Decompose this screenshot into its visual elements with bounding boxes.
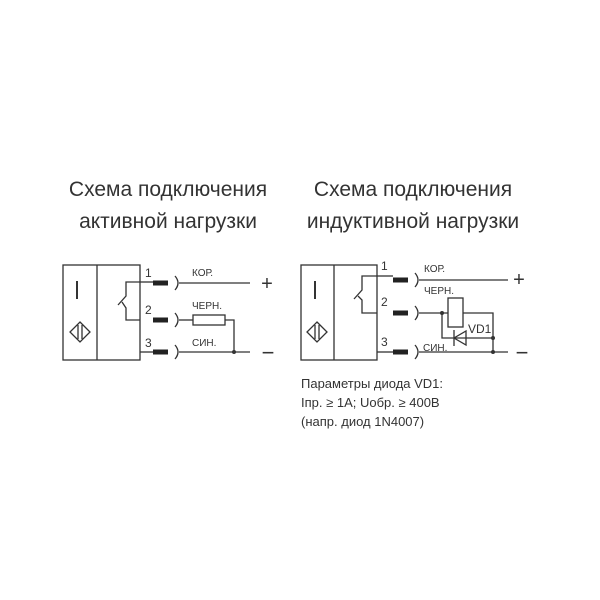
wire-black: ЧЕРН.	[424, 286, 454, 297]
wire-brown: КОР.	[192, 268, 213, 279]
active-load-diagram: Схема подключения активной нагрузки 1 2 …	[62, 178, 275, 365]
minus-terminal: −	[516, 340, 529, 365]
pin-1: 1	[145, 266, 152, 280]
inductive-sensor-icon	[306, 321, 328, 343]
right-title-line2: индуктивной нагрузки	[307, 210, 519, 233]
pin-3: 3	[381, 335, 388, 349]
wire-brown: КОР.	[424, 264, 445, 275]
sensor-body	[62, 264, 153, 361]
relay-coil	[447, 297, 464, 328]
left-title-line2: активной нагрузки	[79, 210, 257, 233]
right-title-line1: Схема подключения	[314, 178, 512, 201]
diode-label: VD1	[468, 322, 492, 336]
wire-blue: СИН.	[423, 343, 447, 354]
minus-terminal: −	[262, 340, 275, 365]
inductive-sensor-icon	[69, 321, 91, 343]
wire-blue: СИН.	[192, 338, 216, 349]
switch-icon	[353, 275, 377, 300]
plus-terminal: +	[513, 269, 525, 291]
diode-icon	[452, 329, 467, 347]
diode-example: (напр. диод 1N4007)	[301, 414, 424, 429]
pin-1: 1	[381, 259, 388, 273]
pin-2: 2	[145, 303, 152, 317]
switch-icon	[117, 281, 140, 306]
left-title-line1: Схема подключения	[69, 178, 267, 201]
diode-params-values: Iпр. ≥ 1А; Uобр. ≥ 400В	[301, 395, 440, 410]
diode-params-heading: Параметры диода VD1:	[301, 376, 443, 391]
inductive-load-diagram: Схема подключения индуктивной нагрузки 1…	[300, 178, 529, 429]
pin-3: 3	[145, 336, 152, 350]
sensor-body	[300, 264, 393, 361]
pin-2: 2	[381, 295, 388, 309]
plus-terminal: +	[261, 273, 273, 295]
wire-black: ЧЕРН.	[192, 301, 222, 312]
load-resistor	[192, 314, 226, 326]
